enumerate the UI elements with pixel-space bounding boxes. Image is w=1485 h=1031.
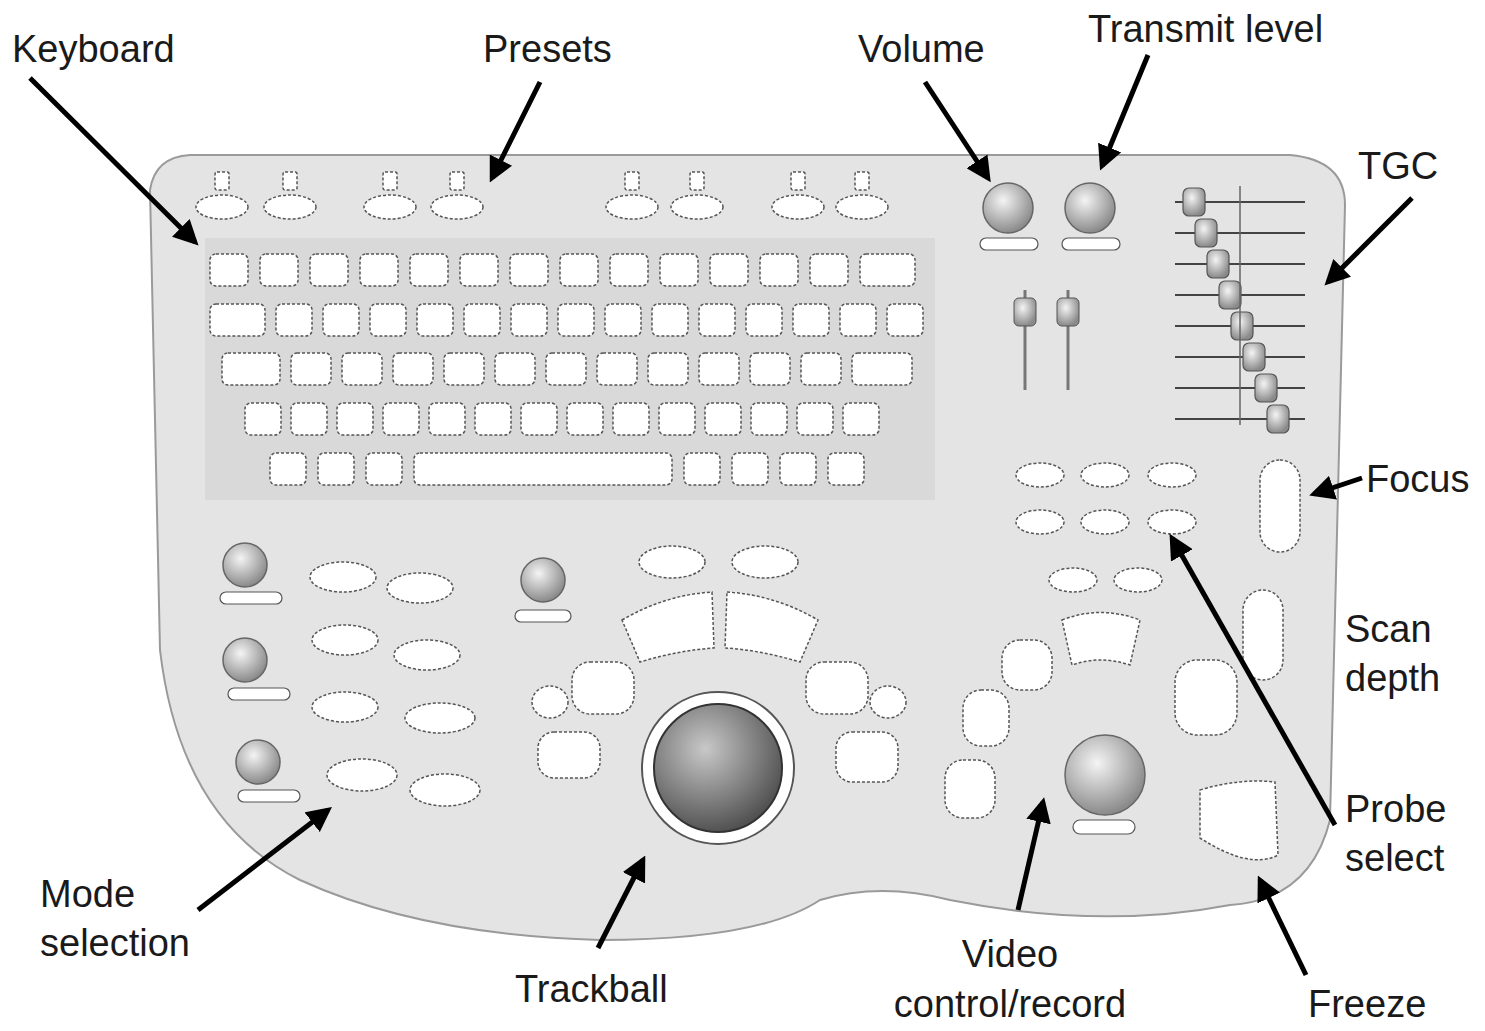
callout-label: Scan depth bbox=[1345, 605, 1465, 704]
leader-arrow bbox=[1102, 55, 1148, 166]
callout-label: Trackball bbox=[515, 965, 668, 1014]
panel-outline bbox=[150, 155, 1345, 940]
lgc-sliders bbox=[1014, 290, 1079, 390]
leader-arrow bbox=[198, 810, 328, 910]
callout-label: Transmit level bbox=[1088, 5, 1323, 54]
leader-arrow bbox=[492, 82, 540, 178]
trackball bbox=[642, 692, 794, 844]
leader-arrow bbox=[30, 78, 195, 242]
tgc-sliders bbox=[1175, 186, 1305, 433]
knob-tags bbox=[220, 238, 1135, 834]
leader-arrow bbox=[1328, 198, 1412, 282]
leader-arrow bbox=[1314, 478, 1362, 494]
callout-label: Focus bbox=[1366, 455, 1469, 504]
callout-label: TGC bbox=[1358, 142, 1438, 191]
keyboard-area bbox=[205, 238, 935, 500]
callout-label: Probe select bbox=[1345, 785, 1475, 884]
callout-label: Video control/record bbox=[875, 930, 1145, 1029]
callout-label: Presets bbox=[483, 25, 612, 74]
leader-arrow bbox=[1172, 538, 1335, 825]
callout-label: Volume bbox=[858, 25, 985, 74]
preset-buttons bbox=[196, 172, 888, 219]
callout-label: Mode selection bbox=[40, 870, 220, 969]
leader-arrow bbox=[1260, 880, 1306, 975]
keyboard-keys bbox=[210, 254, 923, 485]
callout-label: Freeze bbox=[1308, 980, 1426, 1029]
control-buttons bbox=[310, 460, 1300, 860]
callout-label: Keyboard bbox=[12, 25, 175, 74]
leader-arrow bbox=[1018, 802, 1043, 910]
leader-arrow bbox=[598, 860, 643, 948]
leader-arrow bbox=[925, 82, 988, 178]
